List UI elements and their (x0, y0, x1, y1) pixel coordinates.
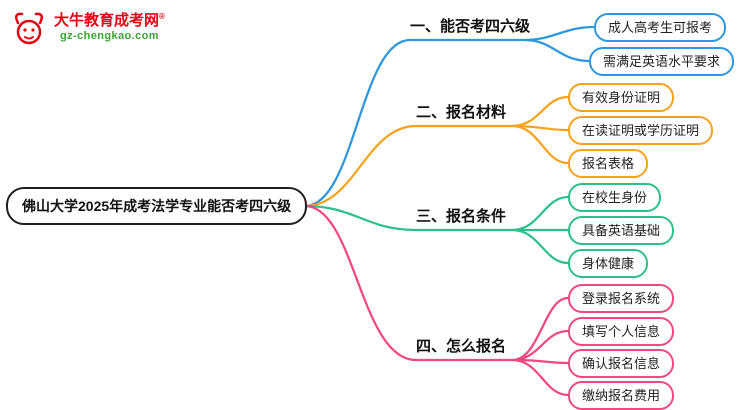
mindmap-leaf: 填写个人信息 (568, 317, 675, 346)
mindmap-leaf: 需满足英语水平要求 (589, 47, 735, 76)
mindmap-leaf: 确认报名信息 (568, 349, 675, 378)
mindmap-leaf: 在读证明或学历证明 (568, 116, 714, 145)
mindmap-leaf: 报名表格 (568, 149, 649, 178)
site-name: 大牛教育成考网® (54, 12, 165, 30)
mindmap-leaf: 在校生身份 (568, 183, 662, 212)
branch-2-connector (303, 95, 570, 208)
branch-label-2: 二、报名材料 (416, 104, 507, 121)
main-topic-node: 佛山大学2025年成考法学专业能否考四六级 (6, 187, 308, 225)
branch-4-connector (303, 204, 570, 397)
mindmap-leaf: 身体健康 (568, 249, 649, 278)
trademark-symbol: ® (159, 12, 165, 22)
branch-label-4: 四、怎么报名 (416, 338, 507, 355)
branch-1-connector (303, 25, 596, 208)
mindmap-leaf: 登录报名系统 (568, 284, 675, 313)
branch-3-connector (303, 195, 570, 265)
branch-label-3: 三、报名条件 (416, 208, 507, 225)
site-logo[interactable]: 大牛教育成考网® gz-chengkao.com (10, 8, 165, 48)
mindmap-leaf: 具备英语基础 (568, 216, 675, 245)
mindmap-leaf: 缴纳报名费用 (568, 381, 675, 410)
site-url: gz-chengkao.com (60, 30, 159, 43)
mindmap-leaf: 有效身份证明 (568, 83, 675, 112)
site-name-text: 大牛教育成考网 (54, 12, 160, 30)
mindmap-leaf: 成人高考生可报考 (594, 13, 727, 42)
bull-icon (14, 12, 44, 45)
branch-label-1: 一、能否考四六级 (410, 18, 531, 35)
